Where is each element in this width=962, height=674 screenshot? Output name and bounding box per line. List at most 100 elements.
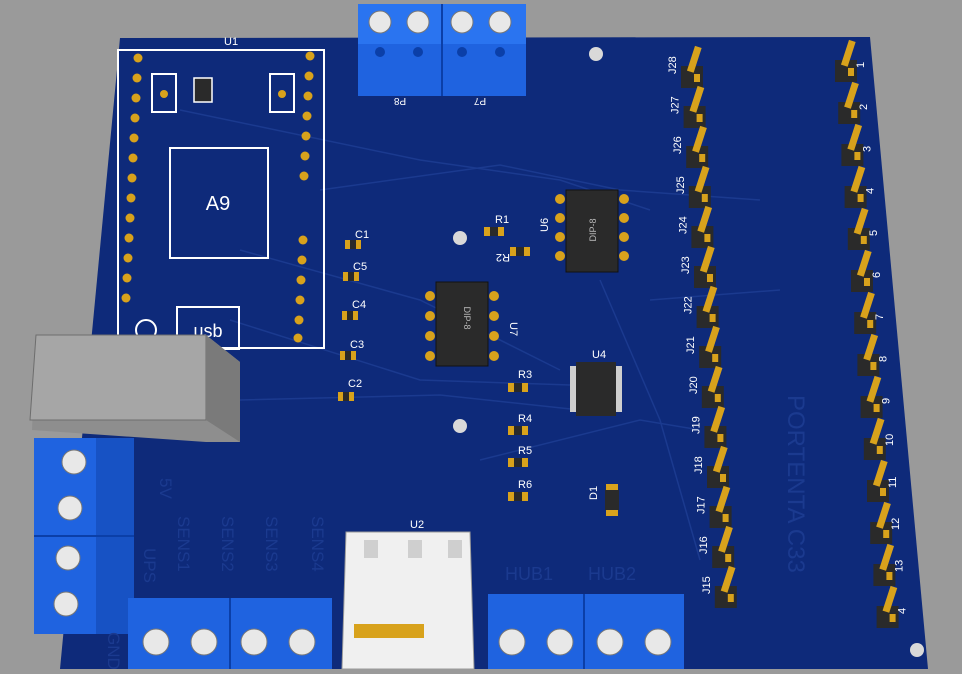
module-u1: U1 A9 usb bbox=[117, 36, 325, 350]
header-left-10: J18 bbox=[693, 445, 729, 488]
terminal-top bbox=[358, 4, 526, 96]
header-right-4: 5 bbox=[847, 207, 880, 250]
header-left-label: J17 bbox=[696, 496, 708, 514]
diode-d1: D1 bbox=[588, 484, 619, 516]
header-left-0: J28 bbox=[667, 45, 703, 88]
res-r1: R1 bbox=[495, 214, 509, 226]
header-left-label: J20 bbox=[688, 376, 700, 394]
header-left-label: J23 bbox=[680, 256, 692, 274]
res-r6: R6 bbox=[518, 479, 532, 491]
terminal-label-p8: P8 bbox=[393, 95, 406, 106]
header-left-13: J15 bbox=[701, 565, 737, 608]
header-right-label: 11 bbox=[887, 477, 899, 488]
header-right-label: 13 bbox=[893, 560, 905, 572]
header-left-label: J27 bbox=[670, 96, 682, 114]
res-r2: R2 bbox=[496, 251, 510, 263]
label-sens1: SENS1 bbox=[174, 516, 193, 572]
resistors: R1 R2 R3 R4 R5 R6 bbox=[484, 214, 532, 501]
header-left-label: J15 bbox=[701, 576, 713, 594]
res-r4: R4 bbox=[518, 413, 532, 425]
ic-u4-ref: U4 bbox=[592, 349, 606, 361]
label-hub2: HUB2 bbox=[588, 564, 636, 584]
label-hub1: HUB1 bbox=[505, 564, 553, 584]
ic-u7-pkg: DIP-8 bbox=[462, 306, 472, 329]
header-left-label: J25 bbox=[675, 176, 687, 194]
module-chip-label: A9 bbox=[206, 193, 230, 215]
header-right-label: 3 bbox=[861, 146, 873, 152]
header-left-label: J18 bbox=[693, 456, 705, 474]
res-r3: R3 bbox=[518, 369, 532, 381]
header-right-8: 9 bbox=[860, 375, 893, 418]
header-right-label: 6 bbox=[871, 272, 883, 278]
sd-ref: U2 bbox=[410, 519, 424, 531]
ic-u6-pkg: DIP-8 bbox=[588, 218, 598, 241]
header-left-6: J22 bbox=[683, 285, 719, 328]
header-right-11: 12 bbox=[870, 501, 902, 544]
module-u1-ref: U1 bbox=[224, 36, 238, 48]
header-right-6: 7 bbox=[854, 291, 886, 334]
header-right-label: 12 bbox=[890, 518, 902, 530]
label-sens2: SENS2 bbox=[218, 516, 237, 572]
header-right-1: 2 bbox=[838, 81, 870, 124]
usb-connector bbox=[29, 334, 240, 442]
header-left-1: J27 bbox=[670, 85, 706, 128]
header-right-2: 3 bbox=[841, 123, 873, 166]
ic-u4: U4 bbox=[570, 349, 622, 416]
header-left-2: J26 bbox=[672, 125, 709, 168]
terminal-bottom-left bbox=[128, 598, 332, 669]
header-right-12: 13 bbox=[873, 543, 905, 586]
cap-c3: C3 bbox=[350, 339, 364, 351]
header-left-7: J21 bbox=[685, 325, 722, 368]
cap-c5: C5 bbox=[353, 261, 367, 273]
ic-u6: U6 DIP-8 bbox=[539, 189, 629, 273]
header-right-0: 1 bbox=[835, 39, 867, 82]
header-right-5: 6 bbox=[851, 249, 883, 292]
header-left-9: J19 bbox=[690, 405, 727, 448]
header-left-label: J24 bbox=[677, 216, 689, 234]
header-right-7: 8 bbox=[857, 333, 889, 376]
res-r5: R5 bbox=[518, 445, 532, 457]
header-right-9: 10 bbox=[863, 417, 896, 460]
cap-c1: C1 bbox=[355, 229, 369, 241]
left-label-5v: 5V bbox=[156, 478, 175, 499]
header-left-label: J28 bbox=[667, 56, 679, 74]
left-label-gnd: GND bbox=[104, 632, 123, 669]
header-left-4: J24 bbox=[677, 205, 714, 248]
header-left-label: J16 bbox=[698, 536, 710, 554]
header-left-label: J19 bbox=[690, 416, 702, 434]
header-left-3: J25 bbox=[675, 165, 711, 208]
pin-headers-left: J28J27J26J25J24J23J22J21J20J19J18J17J16J… bbox=[667, 45, 737, 608]
label-sens3: SENS3 bbox=[262, 516, 281, 572]
header-right-label: 9 bbox=[881, 398, 893, 404]
header-right-3: 4 bbox=[844, 165, 877, 208]
terminal-label-p7: P7 bbox=[473, 95, 486, 106]
header-left-5: J23 bbox=[680, 245, 716, 288]
terminal-left bbox=[34, 438, 134, 634]
cap-c2: C2 bbox=[348, 378, 362, 390]
header-right-label: 10 bbox=[884, 434, 896, 446]
header-right-label: 7 bbox=[874, 314, 886, 320]
header-right-label: 5 bbox=[868, 230, 880, 236]
ic-u7: U7 DIP-8 bbox=[425, 281, 519, 367]
header-left-8: J20 bbox=[688, 365, 724, 408]
header-right-label: 1 bbox=[855, 62, 867, 68]
sd-card-u2: U2 bbox=[341, 519, 475, 670]
label-sens4: SENS4 bbox=[308, 516, 327, 572]
header-left-12: J16 bbox=[698, 525, 735, 568]
header-right-10: 11 bbox=[867, 459, 899, 502]
board-name: PORTENTA C33 bbox=[782, 395, 809, 573]
header-right-13: 4 bbox=[876, 585, 909, 628]
header-right-label: 4 bbox=[897, 608, 909, 614]
cap-c4: C4 bbox=[352, 299, 366, 311]
header-left-11: J17 bbox=[696, 485, 732, 528]
diode-d1-ref: D1 bbox=[588, 486, 600, 500]
terminal-hub bbox=[488, 594, 684, 669]
header-right-label: 2 bbox=[858, 104, 870, 110]
header-left-label: J21 bbox=[685, 336, 697, 354]
left-label-ups: UPS bbox=[140, 548, 159, 583]
header-left-label: J26 bbox=[672, 136, 684, 154]
ic-u6-ref: U6 bbox=[539, 218, 551, 232]
header-right-label: 8 bbox=[877, 356, 889, 362]
